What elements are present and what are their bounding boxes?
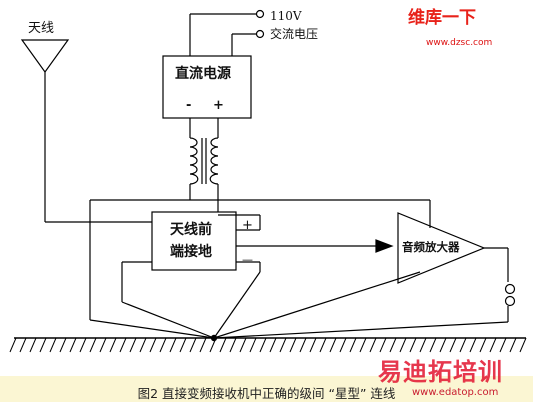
star-line-1 bbox=[89, 319, 215, 339]
choke-right-coil bbox=[209, 137, 219, 185]
ac-input-label: 交流电压 bbox=[270, 27, 319, 41]
frontend-label-line2: 端接地 bbox=[170, 244, 212, 260]
watermark-top-logo: 维库一下 bbox=[408, 8, 476, 28]
dc-supply-label: 直流电源 bbox=[175, 66, 231, 82]
star-line-5 bbox=[213, 321, 509, 339]
star-ground-node bbox=[210, 334, 218, 342]
signal-arrow bbox=[375, 239, 394, 253]
star-line-4 bbox=[213, 271, 421, 339]
amplifier-triangle bbox=[397, 212, 486, 284]
ground-hatching bbox=[9, 337, 527, 353]
ac-terminal-bottom bbox=[255, 29, 265, 39]
amplifier-label: 音频放大器 bbox=[402, 240, 460, 254]
dc-supply-box bbox=[162, 55, 252, 119]
watermark-bottom-url: www.edatop.com bbox=[412, 387, 499, 398]
antenna-label: 天线 bbox=[28, 21, 55, 36]
watermark-top-url: www.dzsc.com bbox=[426, 38, 493, 48]
ac-terminal-top bbox=[255, 9, 265, 19]
watermark-bottom-logo: 易迪拓培训 bbox=[378, 358, 503, 386]
frontend-plus: + bbox=[242, 218, 253, 233]
frontend-box bbox=[151, 211, 237, 271]
speaker-jack-1 bbox=[504, 283, 516, 295]
figure-caption: 图2 直接变频接收机中正确的级间 “星型” 连线 bbox=[137, 386, 396, 401]
antenna-symbol bbox=[20, 39, 70, 74]
dc-supply-plus: + bbox=[213, 98, 224, 113]
dc-supply-minus: - bbox=[186, 98, 192, 113]
speaker-jack-2 bbox=[504, 295, 516, 307]
choke-left-coil bbox=[189, 137, 199, 185]
frontend-minus: — bbox=[242, 253, 253, 266]
ac-voltage-label: 110V bbox=[270, 9, 302, 23]
caption-bar bbox=[0, 376, 533, 402]
frontend-label-line1: 天线前 bbox=[170, 222, 212, 238]
